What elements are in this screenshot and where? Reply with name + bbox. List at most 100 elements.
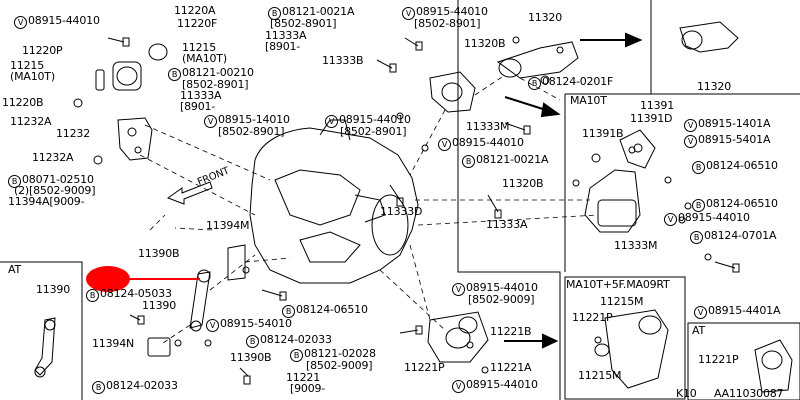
part-label: 11220F: [177, 17, 218, 30]
part-label: 11215: [10, 59, 44, 72]
part-label: 11221B: [490, 325, 532, 338]
part-number: 08915-44010: [416, 5, 488, 18]
part-label: 11333D: [380, 205, 423, 218]
part-number: 08915-44010: [339, 113, 411, 126]
part-number: 08124-02033: [106, 379, 178, 392]
part-label: [8901-: [265, 40, 301, 53]
panel-title: MA10T: [570, 94, 607, 107]
part-label: 11390: [36, 283, 70, 296]
part-number: 08124-02033: [260, 333, 332, 346]
mount-11221: [427, 311, 489, 363]
bracket-ma10t: [584, 169, 641, 233]
part-number: 08124-0201F: [542, 75, 614, 88]
part-number: 08915-5401A: [698, 133, 771, 146]
panel-title: AT: [8, 263, 21, 276]
part-number: 08071-02510: [22, 173, 94, 186]
part-label: 11333A: [180, 89, 222, 102]
part-label: [8502-8901]: [340, 125, 407, 138]
part-label: 11394N: [92, 337, 135, 350]
part-label: 11390B: [138, 247, 180, 260]
part-label: 11390: [142, 299, 176, 312]
part-label: 11221A: [490, 361, 532, 374]
bolts: [107, 37, 740, 385]
part-label: (MA10T): [10, 70, 55, 83]
part-number: 08124-06510: [706, 159, 778, 172]
part-label: 11333B: [322, 54, 364, 67]
arrows: [504, 32, 643, 349]
panel-at-left: [0, 261, 83, 400]
part-number: 08915-44010: [28, 14, 100, 27]
part-label: [8502-8901]: [218, 125, 285, 138]
part-label: 11320: [528, 11, 562, 24]
part-label: 11215M: [578, 369, 622, 382]
part-label: 11220P: [22, 44, 63, 57]
part-number: 08915-1401A: [698, 117, 771, 130]
part-number: 08124-06510: [706, 197, 778, 210]
part-number: 08915-44010: [466, 281, 538, 294]
part-label: 11390B: [230, 351, 272, 364]
panel-border-right: [457, 0, 561, 400]
part-label: 11232: [56, 127, 90, 140]
part-label: 11391B: [582, 127, 624, 140]
part-label: 11394M: [206, 219, 250, 232]
part-number: 08915-44010: [678, 211, 750, 224]
diagram-id: AA11030087: [714, 387, 784, 400]
part-label: 11220A: [174, 4, 216, 17]
part-label: [8502-8901]: [270, 17, 337, 30]
leader-lines: [139, 74, 599, 346]
mount-11220: [112, 61, 142, 91]
part-label: 11232A: [32, 151, 74, 164]
panel-title: AT: [692, 324, 705, 337]
part-label: [8502-8901]: [414, 17, 481, 30]
part-number: 08121-0021A: [476, 153, 549, 166]
rod-11390: [189, 271, 211, 329]
part-label: 11320B: [464, 37, 506, 50]
part-label: 11232A: [10, 115, 52, 128]
part-label: [8502-8901]: [182, 78, 249, 91]
red-highlight: [86, 266, 200, 292]
front-arrow: [166, 181, 213, 205]
part-number: 08915-44010: [466, 378, 538, 391]
part-label: 11320B: [502, 177, 544, 190]
part-label: [8502-9009]: [468, 293, 535, 306]
bracket-11232: [117, 117, 153, 161]
part-number: 08915-4401A: [708, 304, 781, 317]
part-number: 08915-14010: [218, 113, 290, 126]
part-label: 11215M: [600, 295, 644, 308]
part-number: 08124-05033: [100, 287, 172, 300]
transmission-outline: [249, 127, 419, 284]
part-label: (MA10T): [182, 52, 227, 65]
part-label: 11391D: [630, 112, 673, 125]
part-label: 11221P: [698, 353, 739, 366]
part-number: 08124-06510: [296, 303, 368, 316]
part-label: 11221P: [572, 311, 613, 324]
part-label: [9009-: [290, 382, 326, 395]
washers: [73, 36, 712, 374]
part-label: 11215: [182, 41, 216, 54]
part-number: 08121-02028: [304, 347, 376, 360]
part-label: 11333M: [614, 239, 658, 252]
